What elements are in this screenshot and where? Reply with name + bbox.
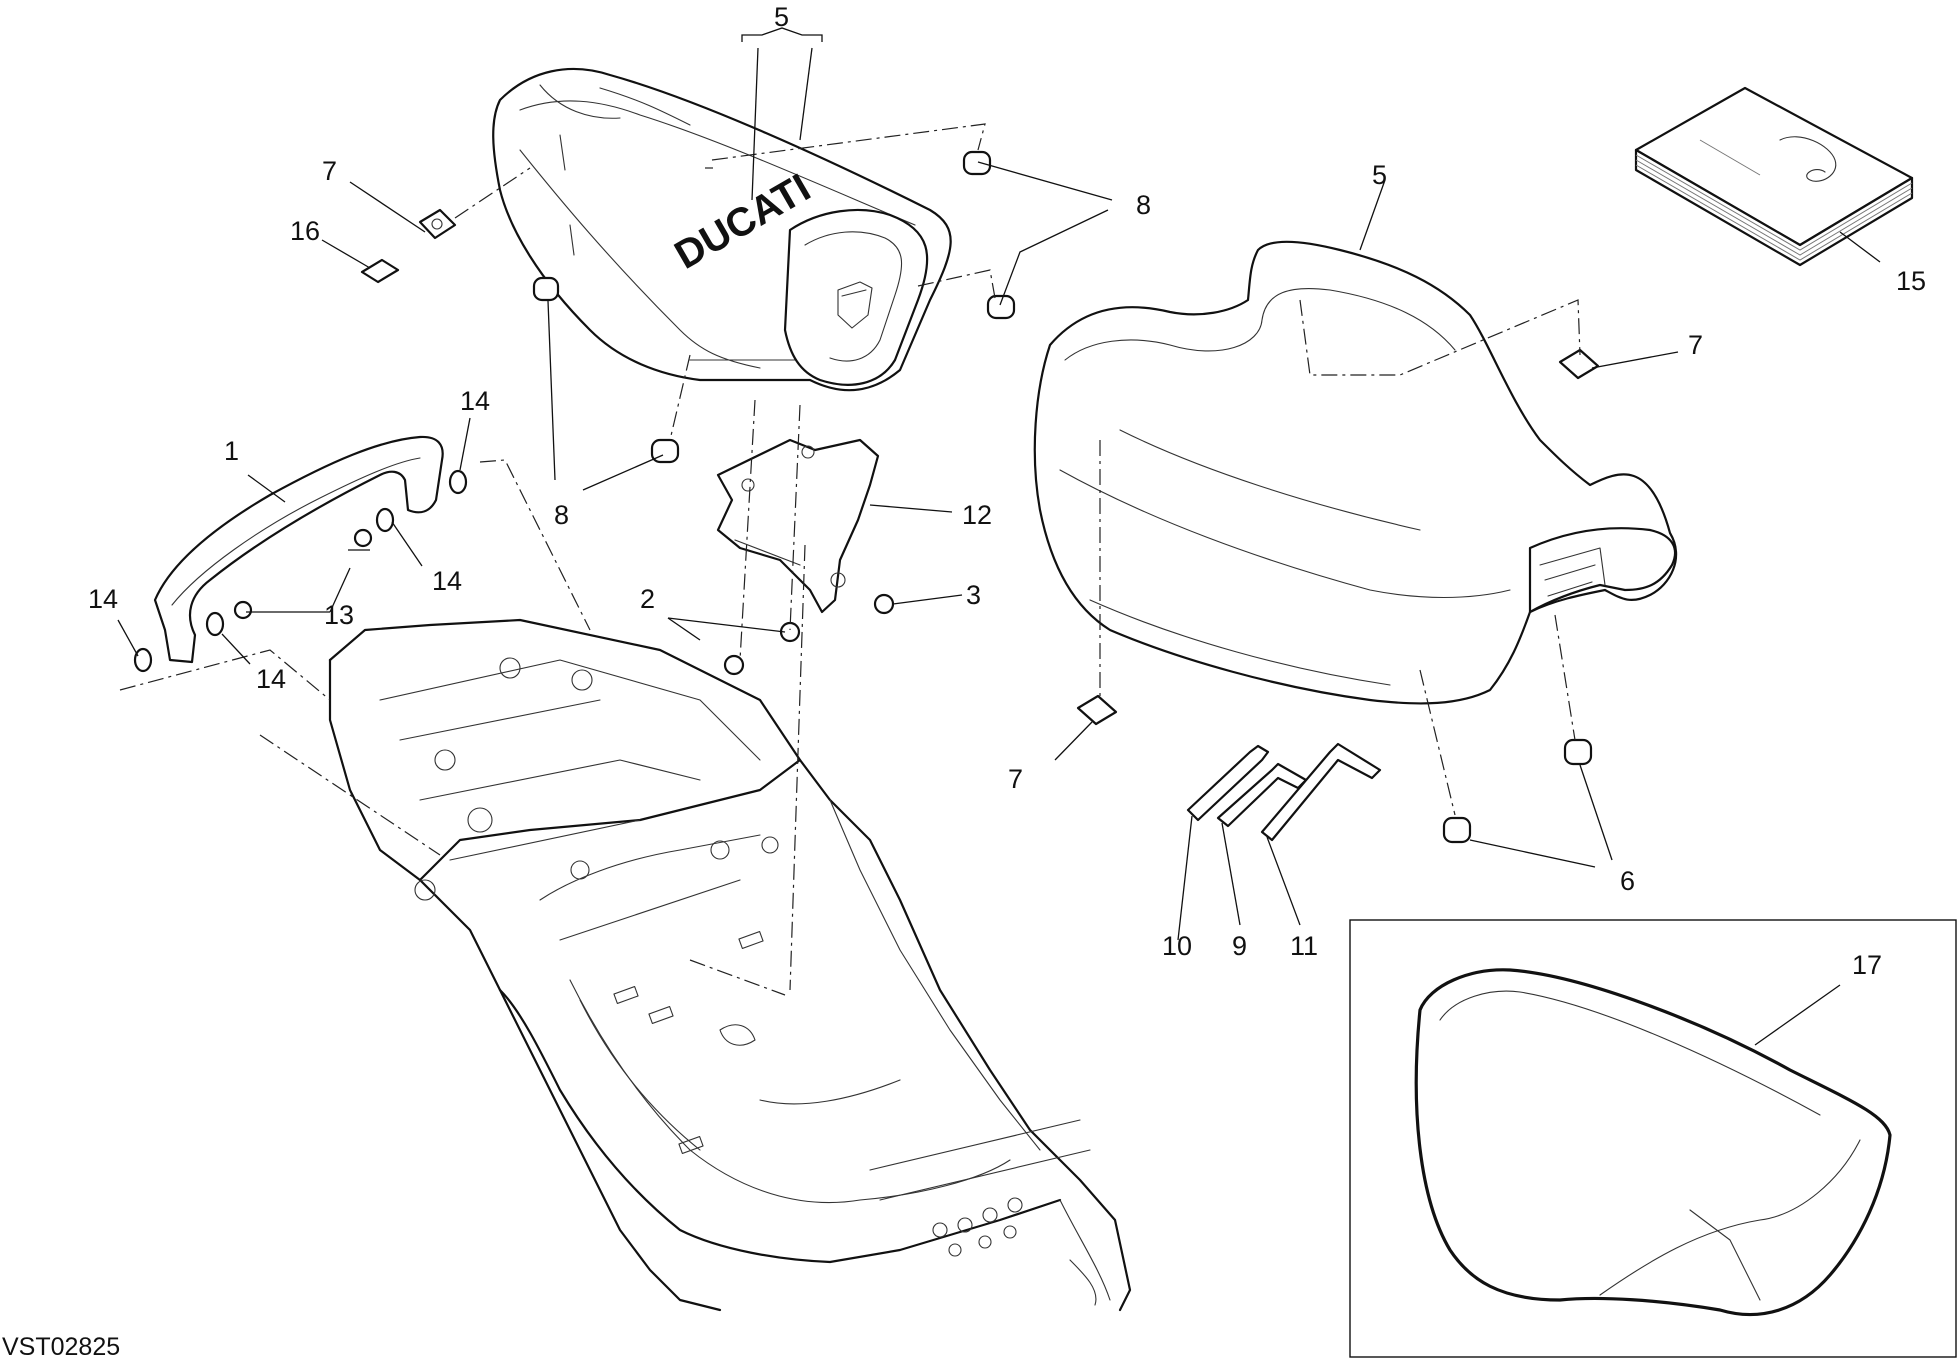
- alternative-seat-frame: [1349, 919, 1957, 1358]
- callout-14-top: 14: [460, 386, 490, 416]
- callout-7-bottom: 7: [1008, 764, 1023, 794]
- callout-5-passenger: 5: [774, 2, 789, 32]
- callout-16: 16: [290, 216, 320, 246]
- callout-10: 10: [1162, 931, 1192, 961]
- callout-11: 11: [1290, 931, 1318, 961]
- callout-13: 13: [324, 600, 354, 630]
- callout-15: 15: [1896, 266, 1926, 296]
- bracket: [716, 438, 880, 614]
- callout-6: 6: [1620, 866, 1635, 896]
- rider-seat: [1033, 240, 1678, 705]
- rear-subframe: [328, 618, 1132, 1312]
- label: [360, 258, 400, 284]
- drawing-code: VST02825: [2, 1333, 120, 1361]
- clip: [418, 208, 1600, 726]
- assembly-lines: [119, 123, 1581, 996]
- callout-labels: 5 7 16 8 5 15 7 14 1 12 8 14 14 13 2 3 1…: [88, 2, 1926, 980]
- rubber-buffer-6: [1442, 738, 1593, 844]
- callout-8-upper: 8: [1136, 190, 1151, 220]
- callout-1: 1: [224, 436, 239, 466]
- callout-14-bottom: 14: [256, 664, 286, 694]
- callout-14-left: 14: [88, 584, 118, 614]
- callout-12: 12: [962, 500, 992, 530]
- callout-14-mid: 14: [432, 566, 462, 596]
- screw: [233, 528, 895, 676]
- hex-key-11: [1260, 742, 1382, 842]
- hex-key-10: [1186, 744, 1270, 822]
- owners-manual: [1634, 86, 1914, 267]
- callout-3: 3: [966, 580, 981, 610]
- callout-17: 17: [1852, 950, 1882, 980]
- washer: [133, 469, 468, 673]
- callout-9: 9: [1232, 931, 1247, 961]
- alternative-seat: [1414, 968, 1892, 1317]
- callout-7-right: 7: [1688, 330, 1703, 360]
- passenger-seat-cover: DUCATI: [492, 67, 952, 392]
- callout-8-lower: 8: [554, 500, 569, 530]
- callout-2: 2: [640, 584, 655, 614]
- rubber-buffer: [532, 150, 1016, 464]
- callout-7-left: 7: [322, 156, 337, 186]
- leader-lines: [117, 27, 1881, 1046]
- callout-5-rider: 5: [1372, 160, 1387, 190]
- grab-handle: [153, 435, 444, 664]
